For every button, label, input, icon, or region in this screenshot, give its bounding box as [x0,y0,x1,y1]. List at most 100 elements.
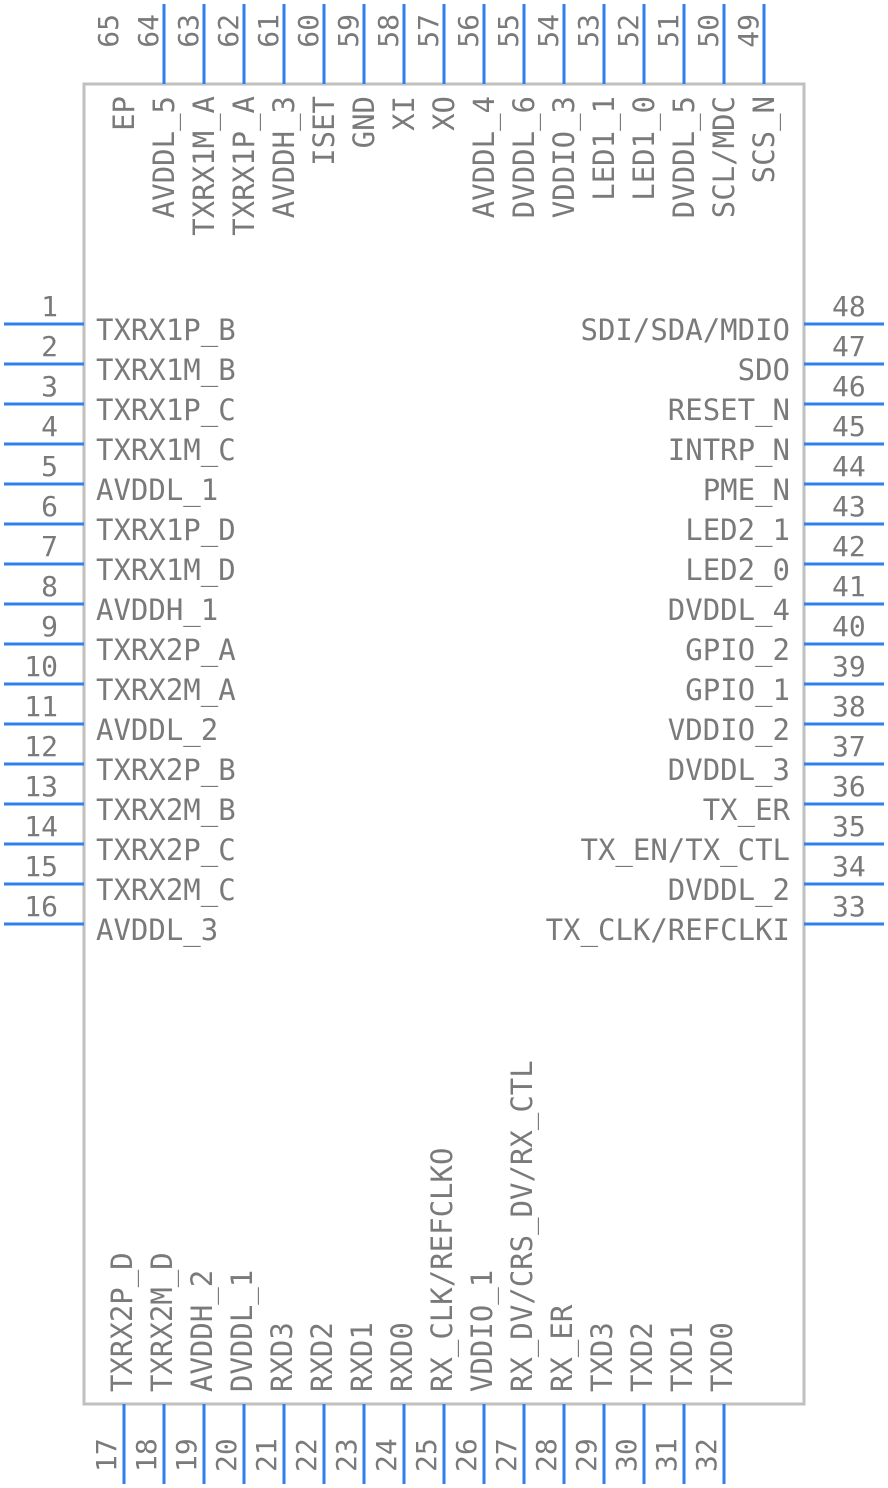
pin-name: AVDDL_4 [467,96,502,218]
pin-number: 25 [410,1438,443,1472]
pin-number: 6 [41,490,58,523]
pin-name: SCS_N [747,96,782,183]
pin-name: EP [107,96,141,131]
pin-name: TXRX2P_A [96,633,236,668]
pin-name: TXRX1M_A [187,96,222,236]
pin-name: DVDDL_4 [668,593,790,628]
pin-number: 58 [372,14,405,48]
pin-number: 5 [41,450,58,483]
pin-name: RX_ER [545,1304,580,1392]
pin-number: 24 [370,1438,403,1472]
pin-number: 57 [412,14,445,48]
pin-number: 20 [210,1438,243,1472]
pin-name: VDDIO_1 [465,1270,500,1392]
pin-number: 46 [832,370,866,403]
pin-number: 15 [24,850,58,883]
pin-number: 8 [41,570,58,603]
pin-name: TXRX2P_D [105,1252,140,1392]
pin-number: 9 [41,610,58,643]
pin-name: RESET_N [668,393,790,428]
pin-number: 43 [832,490,866,523]
pin-number: 28 [530,1438,563,1472]
pins-left: 1TXRX1P_B2TXRX1M_B3TXRX1P_C4TXRX1M_C5AVD… [4,290,236,948]
pin-name: RXD2 [305,1322,339,1392]
pin-name: RX_DV/CRS_DV/RX_CTL [505,1060,540,1392]
pin-name: TXRX1M_C [96,433,236,468]
pin-number: 52 [612,14,645,48]
pin-name: TXD2 [625,1322,659,1392]
pin-number: 13 [24,770,58,803]
pin-number: 12 [24,730,58,763]
pin-number: 45 [832,410,866,443]
pin-name: TXD1 [665,1322,699,1392]
pin-name: VDDIO_3 [547,96,582,218]
pin-number: 17 [90,1438,123,1472]
pin-name: TXRX2P_B [96,753,236,788]
pin-number: 35 [832,810,866,843]
pin-number: 14 [24,810,58,843]
pin-name: GPIO_2 [685,633,790,668]
pins-bottom: 17TXRX2P_D18TXRX2M_D19AVDDH_220DVDDL_121… [90,1060,739,1484]
pin-name: TXRX2P_C [96,833,236,868]
pin-number: 44 [832,450,866,483]
pin-name: SCL/MDC [707,96,741,218]
pin-number: 16 [24,890,58,923]
pin-number: 19 [170,1438,203,1472]
pin-number: 48 [832,290,866,323]
pin-number: 2 [41,330,58,363]
pin-name: TXRX2M_B [96,793,236,828]
pin-name: TXRX2M_D [145,1252,180,1392]
pin-number: 37 [832,730,866,763]
pin-name: GPIO_1 [685,673,790,708]
pin-number: 55 [492,14,525,48]
pin-name: AVDDL_5 [147,96,182,218]
pin-name: DVDDL_5 [667,96,702,218]
pin-number: 41 [832,570,866,603]
pin-name: TXRX2M_C [96,873,236,908]
pin-number: 64 [132,14,165,48]
pin-name: TX_ER [703,793,791,828]
pin-name: DVDDL_3 [668,753,790,788]
pin-number: 62 [212,14,245,48]
pin-number: 29 [570,1438,603,1472]
